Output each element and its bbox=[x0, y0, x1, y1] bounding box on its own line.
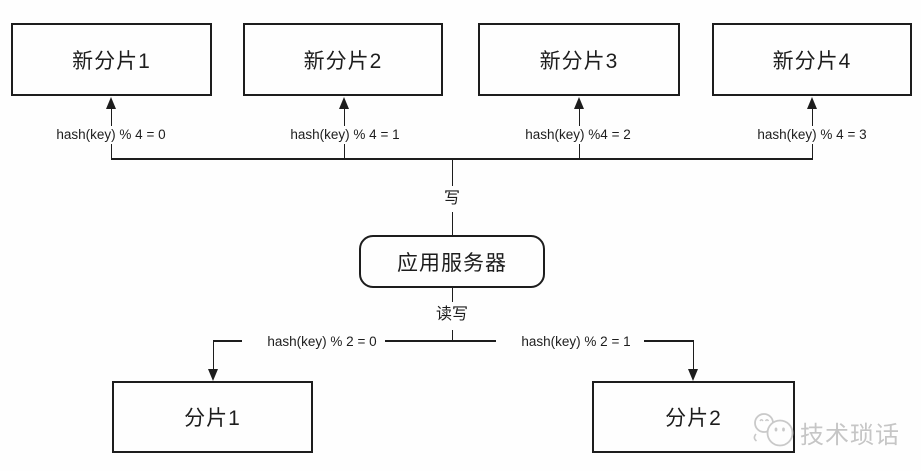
arrow-up-icon bbox=[807, 97, 817, 109]
connector-line bbox=[811, 108, 813, 127]
shard-2-box: 分片2 bbox=[592, 381, 795, 453]
shard-1-box: 分片1 bbox=[112, 381, 313, 453]
hash-mod4-0-label: hash(key) % 4 = 0 bbox=[31, 126, 191, 143]
wechat-bubbles-icon bbox=[752, 410, 796, 455]
hash-mod4-2-label: hash(key) %4 = 2 bbox=[498, 126, 658, 143]
connector-line bbox=[110, 144, 112, 159]
connector-line bbox=[343, 108, 345, 127]
connector-line bbox=[451, 212, 453, 235]
branch-line-left bbox=[212, 340, 263, 342]
connector-line bbox=[451, 330, 453, 341]
connector-line bbox=[578, 108, 580, 127]
new-shard-2-label: 新分片2 bbox=[303, 49, 383, 73]
write-label: 写 bbox=[443, 190, 460, 207]
arrow-down-icon bbox=[208, 369, 218, 381]
watermark: 技术琐话 bbox=[752, 410, 900, 455]
branch-line-right-inner bbox=[452, 340, 512, 342]
arrow-up-icon bbox=[574, 97, 584, 109]
branch-line-left-inner bbox=[385, 340, 452, 342]
connector-line bbox=[212, 340, 214, 369]
shard-2-label: 分片2 bbox=[665, 407, 722, 430]
watermark-text: 技术琐话 bbox=[800, 422, 900, 449]
hash-mod2-0-label: hash(key) % 2 = 0 bbox=[242, 333, 402, 350]
new-shard-1-label: 新分片1 bbox=[72, 49, 151, 73]
connector-line bbox=[451, 159, 453, 186]
arrow-up-icon bbox=[106, 97, 116, 109]
new-shard-4-label: 新分片4 bbox=[772, 49, 852, 73]
connector-line bbox=[343, 144, 345, 159]
connector-line bbox=[578, 144, 580, 159]
app-server-label: 应用服务器 bbox=[397, 251, 507, 275]
shard-1-label: 分片1 bbox=[184, 407, 241, 430]
new-shard-3-label: 新分片3 bbox=[539, 49, 619, 73]
connector-line bbox=[811, 144, 813, 159]
new-shard-1-box: 新分片1 bbox=[11, 23, 212, 96]
connector-line bbox=[692, 340, 694, 369]
arrow-down-icon bbox=[688, 369, 698, 381]
arrow-up-icon bbox=[339, 97, 349, 109]
app-server-box: 应用服务器 bbox=[359, 235, 545, 288]
hash-mod4-3-label: hash(key) % 4 = 3 bbox=[732, 126, 892, 143]
hash-mod4-1-label: hash(key) % 4 = 1 bbox=[265, 126, 425, 143]
connector-line bbox=[451, 288, 453, 302]
hash-mod2-1-label: hash(key) % 2 = 1 bbox=[496, 333, 656, 350]
branch-line-right bbox=[644, 340, 694, 342]
read-write-label: 读写 bbox=[435, 306, 468, 323]
connector-line bbox=[110, 108, 112, 127]
new-shard-3-box: 新分片3 bbox=[478, 23, 680, 96]
new-shard-4-box: 新分片4 bbox=[712, 23, 912, 96]
new-shard-2-box: 新分片2 bbox=[243, 23, 443, 96]
write-bus-line bbox=[110, 158, 813, 160]
